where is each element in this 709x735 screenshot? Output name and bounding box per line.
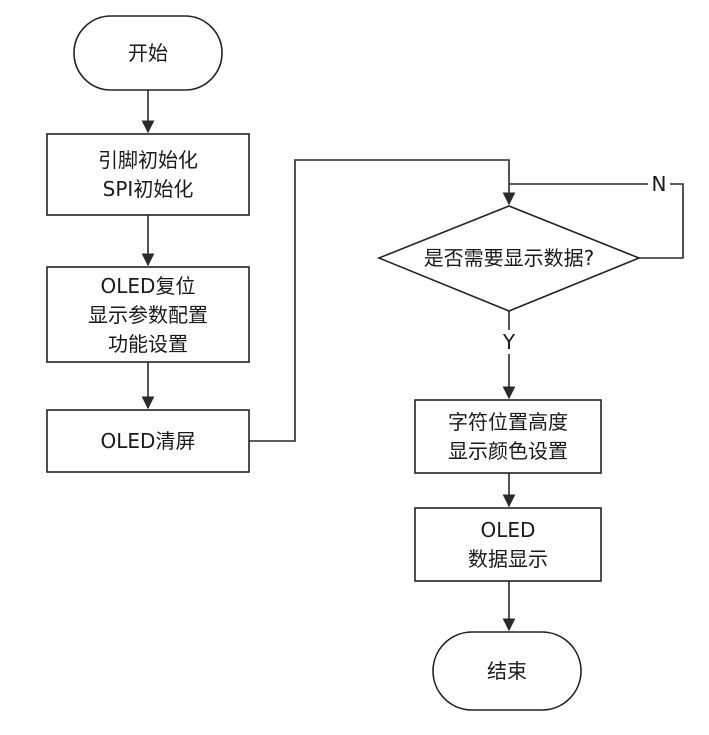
- clear-label: OLED清屏: [101, 429, 196, 453]
- decision-label: 是否需要显示数据?: [424, 246, 595, 270]
- end-terminator: [432, 631, 582, 711]
- edge-clear-to-decision: [249, 159, 516, 442]
- edge-label-yes-text: Y: [502, 330, 516, 354]
- edges: [141, 90, 684, 632]
- decision-diamond: [376, 205, 642, 312]
- display-line-2: 数据显示: [468, 547, 548, 571]
- node-char-setup: 字符位置高度 显示颜色设置: [414, 399, 602, 474]
- oled-setup-box: [46, 266, 250, 363]
- char-setup-line-2: 显示颜色设置: [448, 439, 568, 463]
- node-clear: OLED清屏: [46, 409, 250, 473]
- oled-setup-line-1: OLED复位: [101, 274, 196, 298]
- end-label: 结束: [487, 659, 527, 683]
- display-box: [414, 507, 602, 582]
- char-setup-line-1: 字符位置高度: [448, 410, 568, 434]
- oled-setup-line-2: 显示参数配置: [88, 303, 208, 327]
- node-decision: 是否需要显示数据?: [376, 205, 642, 312]
- edge-decision-no-loop: [509, 183, 684, 259]
- clear-box: [46, 409, 250, 473]
- init-line-2: SPI初始化: [103, 177, 194, 201]
- init-line-1: 引脚初始化: [98, 148, 198, 172]
- start-label: 开始: [128, 41, 168, 65]
- start-terminator: [73, 15, 223, 91]
- node-init: 引脚初始化 SPI初始化: [46, 133, 250, 216]
- oled-setup-line-3: 功能设置: [108, 332, 188, 356]
- node-oled-setup: OLED复位 显示参数配置 功能设置: [46, 266, 250, 363]
- edge-label-no-text: N: [652, 172, 667, 196]
- edge-label-yes: Y: [497, 330, 521, 354]
- char-setup-box: [414, 399, 602, 474]
- node-display: OLED 数据显示: [414, 507, 602, 582]
- edge-label-no: N: [648, 172, 670, 196]
- node-end: 结束: [432, 631, 582, 711]
- node-start: 开始: [73, 15, 223, 91]
- init-box: [46, 133, 250, 216]
- display-line-1: OLED: [481, 518, 536, 542]
